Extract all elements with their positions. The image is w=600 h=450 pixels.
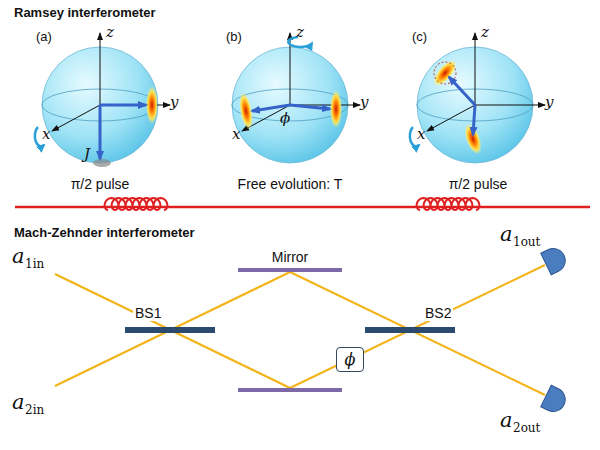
phase-symbol: ϕ [345, 350, 356, 369]
panel-tag: (c) [412, 30, 427, 45]
phase-shifter-box: ϕ [336, 347, 364, 372]
step-caption: π/2 pulse [71, 176, 130, 192]
port-label: a [500, 408, 513, 432]
port-subscript: 2in [25, 404, 44, 418]
part-label: BS2 [423, 305, 453, 321]
port-label: a [12, 244, 25, 268]
port-subscript: 1in [25, 258, 44, 272]
vector-label: J [84, 146, 90, 163]
timeline [15, 206, 590, 209]
axis-label: z [296, 24, 304, 41]
bloch-sphere-a [35, 33, 170, 167]
pulse-coil [417, 198, 480, 210]
section-title: Ramsey interferometer [14, 6, 156, 21]
axis-label: z [106, 24, 114, 41]
port-subscript: 2out [513, 422, 540, 436]
axis-label: x [232, 126, 240, 143]
bloch-sphere-b [232, 33, 360, 163]
axis-label: z [481, 24, 489, 41]
port-label: a [12, 390, 25, 414]
step-caption: π/2 pulse [449, 176, 508, 192]
axis-label: x [42, 126, 50, 143]
port-label: a [500, 222, 513, 246]
axis-label: x [417, 126, 425, 143]
part-label: BS1 [133, 305, 163, 321]
mach-zehnder [55, 244, 569, 415]
axis-label: y [545, 94, 553, 111]
part-label: Mirror [270, 249, 311, 265]
angle-label: ϕ [280, 110, 290, 127]
panel-tag: (b) [226, 30, 242, 45]
axis-label: y [360, 94, 368, 111]
section-title: Mach-Zehnder interferometer [14, 226, 195, 241]
port-subscript: 1out [513, 236, 540, 250]
pulse-coil [105, 198, 168, 210]
bloch-sphere-c [410, 33, 545, 163]
panel-tag: (a) [36, 30, 52, 45]
axis-label: y [170, 94, 178, 111]
step-caption: Free evolution: T [238, 176, 343, 192]
